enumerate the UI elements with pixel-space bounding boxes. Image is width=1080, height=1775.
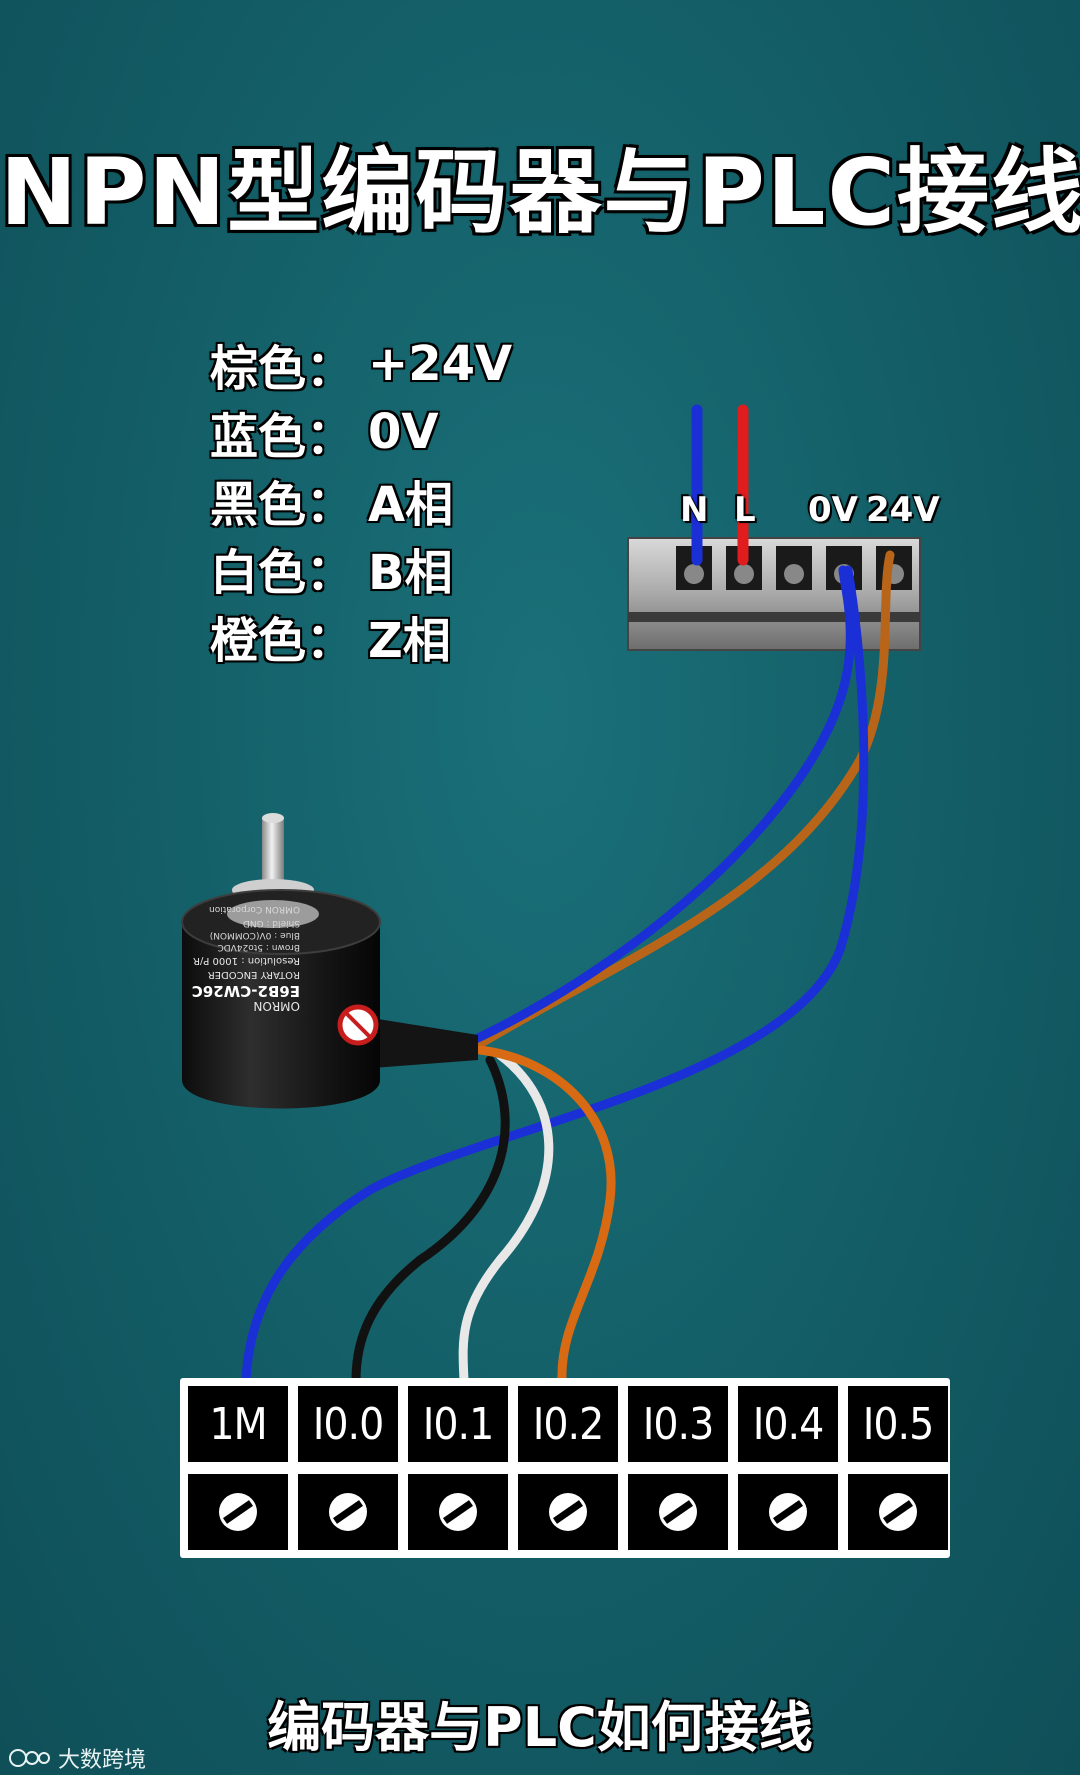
plc-terminal-block: 1M I0.0 I0.1 I0.2 I0.3 I0.4 I0.5 [180,1378,950,1558]
psu-screw [734,564,754,584]
legend-value: +24V [368,336,513,392]
screw-icon [439,1493,477,1531]
legend-value: 0V [368,404,439,460]
plc-terminal-screw [848,1474,948,1550]
wire-orange-z [475,1045,616,1385]
watermark: 大数跨境 [8,1742,146,1774]
plc-terminal-screw [628,1474,728,1550]
plc-terminal-label-1m: 1M [188,1386,288,1462]
encoder-brand: OMRON [253,999,300,1013]
legend-key: 橙色： [210,613,355,669]
encoder-warning-slash [344,1011,372,1039]
encoder-wire-spec: Blue : 0V(COMMON) [210,930,300,940]
screw-icon [549,1493,587,1531]
psu-label-0v: 0V [808,490,858,530]
encoder-wire-spec: Shield : GND [243,918,300,928]
plc-terminal-screw [738,1474,838,1550]
wire-blue-1m [241,565,869,1385]
psu-screw [684,564,704,584]
legend-row-orange: 橙色： Z相 [210,602,512,670]
screw-icon [879,1493,917,1531]
plc-terminal-screw [188,1474,288,1550]
encoder-cable-sleeve [372,1018,478,1068]
legend-key: 棕色： [210,341,355,397]
watermark-text: 大数跨境 [58,1748,147,1773]
plc-terminal-label-i0-0: I0.0 [298,1386,398,1462]
legend-row-black: 黑色： A相 [210,466,512,534]
wire-color-legend: 棕色： +24V 蓝色： 0V 黑色： A相 白色： B相 橙色： Z相 [210,330,512,670]
subtitle-caption: 编码器与PLC如何接线 [267,1696,813,1759]
plc-terminal-label-i0-4: I0.4 [738,1386,838,1462]
plc-terminal-label-i0-1: I0.1 [408,1386,508,1462]
legend-key: 黑色： [210,477,355,533]
encoder-flange [227,900,319,928]
psu-label-n: N [680,490,709,530]
legend-value: B相 [368,545,453,601]
legend-row-blue: 蓝色： 0V [210,398,512,466]
legend-row-brown: 棕色： +24V [210,330,512,398]
encoder-maker: OMRON Corporation [209,904,300,914]
screw-icon [659,1493,697,1531]
plc-terminal-screw [518,1474,618,1550]
legend-row-white: 白色： B相 [210,534,512,602]
plc-terminal-screw [298,1474,398,1550]
screw-icon [329,1493,367,1531]
wire-white-b [458,1050,554,1385]
legend-key: 蓝色： [210,409,355,465]
encoder-type: ROTARY ENCODER [208,969,300,980]
plc-terminal-label-i0-5: I0.5 [848,1386,948,1462]
legend-value: Z相 [368,613,451,669]
plc-terminal-label-i0-3: I0.3 [628,1386,728,1462]
psu-screw [784,564,804,584]
encoder: OMRON E6B2-CW26C ROTARY ENCODER Resoluti… [181,813,478,1109]
encoder-resolution: Resolution : 1000 P/R [193,955,300,966]
power-supply [627,537,921,651]
psu-label-24v: 24V [866,490,940,530]
legend-value: A相 [368,477,454,533]
wire-black-a [351,1055,510,1385]
psu-terminals [676,546,912,590]
encoder-body [182,922,380,1109]
wire-brown-24v [473,550,895,1050]
psu-label-l: L [734,490,756,530]
encoder-label-text: OMRON E6B2-CW26C ROTARY ENCODER Resoluti… [192,904,300,1013]
page-title: NPN型编码器与PLC接线 [0,139,1080,246]
screw-icon [219,1493,257,1531]
wire-blue-0v [473,565,855,1043]
encoder-wire-spec: Brown : 5to24VDC [217,942,300,952]
legend-key: 白色： [210,545,355,601]
plc-terminal-label-i0-2: I0.2 [518,1386,618,1462]
screw-icon [769,1493,807,1531]
encoder-model: E6B2-CW26C [192,982,300,1000]
watermark-logo-icon [9,1749,50,1767]
encoder-shaft-tip [262,813,284,823]
plc-terminal-screw [408,1474,508,1550]
psu-rail [628,612,920,622]
